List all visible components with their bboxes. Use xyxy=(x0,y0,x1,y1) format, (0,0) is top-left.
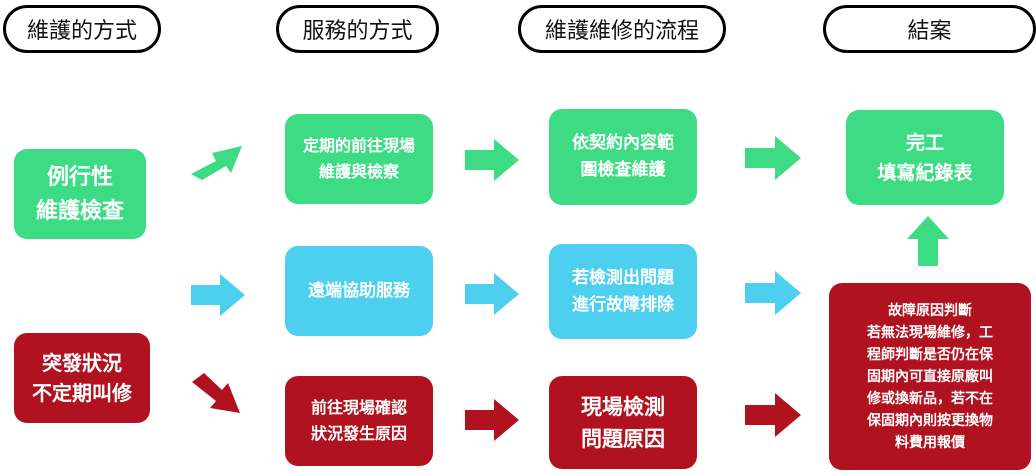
header-closing: 結案 xyxy=(823,5,1036,53)
fault-judgment-box: 故障原因判斷 若無法現場維修，工 程師判斷是否仍在保 固期內可直接原廠叫 修或換… xyxy=(829,283,1031,470)
arrow-fault-to-completion xyxy=(907,216,949,266)
arrow-to-remote xyxy=(191,274,245,316)
troubleshoot-box: 若檢測出問題 進行故障排除 xyxy=(549,244,697,339)
onsite-confirm-box: 前往現場確認 狀況發生原因 xyxy=(285,376,433,466)
arrow-troubleshoot-to-fault xyxy=(745,271,801,315)
remote-assist-box: 遠端協助服務 xyxy=(285,246,433,336)
arrow-detect-to-fault xyxy=(745,393,801,437)
scope-check-box: 依契約內容範 圍檢查維護 xyxy=(549,109,697,205)
onsite-detect-box: 現場檢測 問題原因 xyxy=(549,376,697,469)
arrow-onsite-to-scope xyxy=(465,139,519,181)
header-service-method: 服務的方式 xyxy=(276,5,439,53)
emergency-box: 突發狀況 不定期叫修 xyxy=(14,333,150,423)
onsite-visit-box: 定期的前往現場 維護與檢察 xyxy=(285,114,433,204)
arrow-confirm-to-detect xyxy=(465,399,519,441)
arrow-routine-to-onsite xyxy=(191,146,242,180)
arrow-scope-to-completion xyxy=(745,136,801,180)
routine-check-box: 例行性 維護檢查 xyxy=(14,149,146,239)
header-maintenance-method: 維護的方式 xyxy=(3,5,161,53)
arrow-emergency-to-confirm xyxy=(192,373,240,413)
completion-box: 完工 填寫紀錄表 xyxy=(846,110,1004,205)
arrow-remote-to-troubleshoot xyxy=(465,273,519,315)
header-repair-process: 維護維修的流程 xyxy=(518,5,726,53)
